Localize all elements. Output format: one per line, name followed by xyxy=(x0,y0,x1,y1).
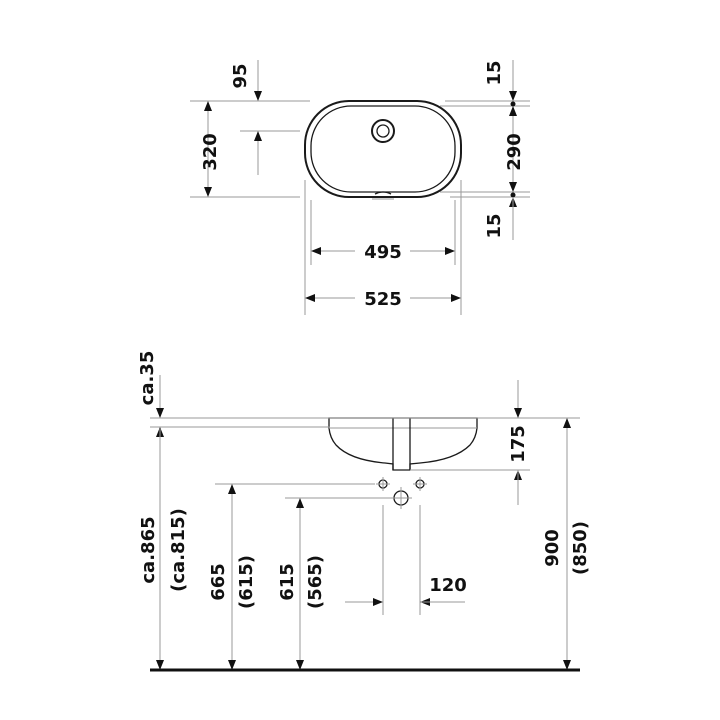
dim-supply-spacing: 120 xyxy=(429,575,467,596)
dim-rim-height-b: (ca.815) xyxy=(168,508,189,592)
basin-inner-outline xyxy=(310,105,456,193)
dim-outer-depth: 320 xyxy=(200,133,221,171)
side-view: ca.35 ca.865 (ca.815) 665 (615) 615 (565… xyxy=(137,351,591,672)
dim-flange: ca.35 xyxy=(137,351,158,406)
tap-hole-inner xyxy=(376,124,390,138)
dim-gap-bottom: 15 xyxy=(484,213,505,238)
dim-total-height-b: (850) xyxy=(570,521,591,575)
dim-gap-top: 15 xyxy=(484,60,505,85)
basin-outer-outline xyxy=(304,100,462,198)
dim-drain-height-b: (615) xyxy=(236,555,257,609)
basin-section xyxy=(328,417,478,471)
dim-inner-depth: 290 xyxy=(504,133,525,171)
dim-inner-width: 495 xyxy=(364,242,402,263)
dim-supply-height-b: (565) xyxy=(305,555,326,609)
dim-outer-width: 525 xyxy=(364,289,402,310)
overflow-slot xyxy=(374,191,392,195)
top-view: 95 320 15 290 15 495 525 xyxy=(190,60,530,315)
dim-basin-depth: 175 xyxy=(508,425,529,463)
dim-total-height-a: 900 xyxy=(542,529,563,567)
dim-rim-height-a: ca.865 xyxy=(138,516,159,583)
dim-drain-height-a: 665 xyxy=(208,563,229,601)
tap-hole xyxy=(371,119,395,143)
dim-supply-height-a: 615 xyxy=(277,563,298,601)
dim-tap-offset: 95 xyxy=(230,63,251,88)
